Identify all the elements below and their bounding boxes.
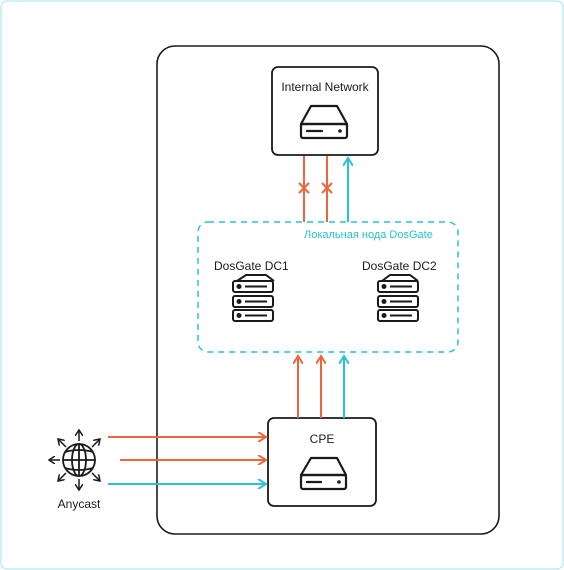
local-node-label: Локальная нода DosGate: [304, 229, 433, 241]
internal-network-label: Internal Network: [281, 80, 369, 94]
dc2-label: DosGate DC2: [362, 259, 437, 273]
globe-icon: [62, 443, 96, 477]
cpe-server-icon: [299, 456, 348, 491]
anycast-label: Anycast: [57, 497, 101, 511]
local-node-box: [197, 221, 459, 353]
cpe-label: CPE: [309, 432, 335, 446]
dosgate-zone-container: [156, 45, 500, 535]
blocked-cross-icon-2: [321, 182, 333, 194]
dc2-server-stack-icon: [377, 274, 419, 322]
dc1-label: DosGate DC1: [214, 259, 289, 273]
blocked-cross-icon-1: [298, 182, 310, 194]
anycast-radiating-arrows-icon: [49, 430, 100, 490]
internal-network-server-icon: [299, 104, 349, 140]
internal-network-box: [271, 66, 379, 156]
dc1-server-stack-icon: [232, 274, 275, 322]
